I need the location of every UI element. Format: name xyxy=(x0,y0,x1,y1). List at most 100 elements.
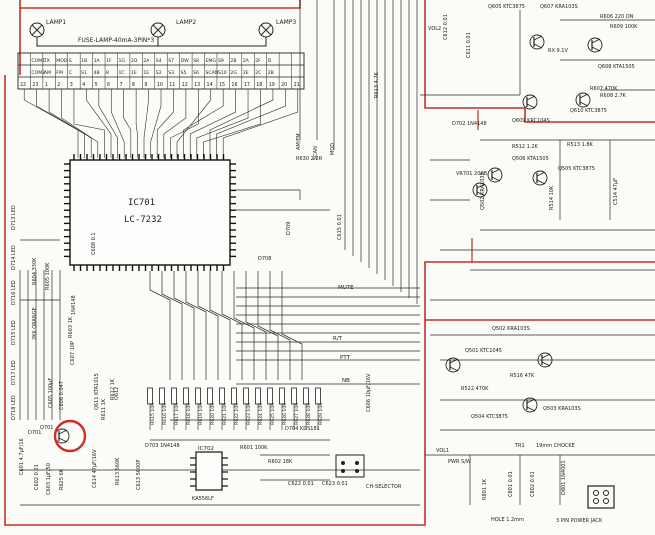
highlight-circle xyxy=(53,419,87,453)
transistor-emitter xyxy=(449,366,459,372)
transistor-collector xyxy=(476,183,486,189)
transistor-emitter xyxy=(533,43,543,49)
component-label: Q611 KTA1015 xyxy=(94,373,100,410)
component-label: C615 0.01 xyxy=(337,214,343,240)
component-label: C623 0.01 xyxy=(322,481,348,487)
component-label: R630 2-2R xyxy=(296,156,323,162)
table-cell: 1A xyxy=(94,58,101,64)
component-label: D709 xyxy=(286,222,292,235)
wire xyxy=(245,271,267,380)
table-cell: D xyxy=(268,58,272,64)
wire xyxy=(185,271,207,380)
table-pin-number: 2 xyxy=(57,82,60,88)
table-cell: DW xyxy=(181,58,190,64)
ic701-part: LC-7232 xyxy=(124,215,162,225)
component-label: D708 xyxy=(258,256,271,262)
transistor-collector xyxy=(526,95,536,101)
table-cell: 2E xyxy=(243,70,249,76)
wire xyxy=(430,334,655,431)
transistor-body xyxy=(487,167,503,183)
table-pin-number: 18 xyxy=(256,82,262,88)
lcd-wire xyxy=(156,89,174,158)
component-label: C514 47µF xyxy=(613,178,619,205)
table-cell: S1 xyxy=(81,70,87,76)
signal-labels: MUTE PTT NB R/T AM/FM SCAN MOD xyxy=(296,133,354,384)
lcd-wire xyxy=(61,89,99,158)
wire xyxy=(420,10,655,96)
component-label: R512 1.2K xyxy=(512,144,539,150)
table-pin-number: 12 xyxy=(182,82,188,88)
lcd-wire xyxy=(163,89,187,158)
component-label: 2K6 ORANGE xyxy=(32,307,38,340)
fuse-label: FUSE-LAMP-40mA-3PIN*3 xyxy=(78,37,154,44)
resistor xyxy=(255,387,261,405)
table-pin-number: 23 xyxy=(32,82,38,88)
lcd-wire xyxy=(86,89,112,158)
signal-am-fm: AM/FM xyxy=(296,133,302,150)
component-label: C802 0.01 xyxy=(530,471,536,497)
table-cell: S8 xyxy=(193,58,199,64)
transistor-symbols xyxy=(54,34,603,444)
component-label: D701 xyxy=(28,430,41,436)
resistor xyxy=(303,387,309,405)
signal-ptt: PTT xyxy=(340,355,351,361)
table-pin-number: 15 xyxy=(219,82,225,88)
component-label: R516 47K xyxy=(510,373,535,379)
lcd-wire xyxy=(143,89,149,158)
component-label: Q609 KRC104S xyxy=(512,118,550,124)
component-label: D713 LED xyxy=(11,205,17,230)
ic701-chip: IC701 LC-7232 xyxy=(64,154,236,271)
component-label: D703 1N4148 xyxy=(145,443,180,449)
wire xyxy=(480,139,655,231)
transistor-collector xyxy=(591,38,601,44)
transistor-collector xyxy=(526,398,536,404)
transistor-body xyxy=(532,170,548,186)
component-label: C602 0.01 xyxy=(34,464,40,490)
component-label: Q502 KRA103S xyxy=(492,326,530,332)
component-label: 19mm CHOCKE xyxy=(536,443,575,449)
table-pin-number: 10 xyxy=(157,82,163,88)
component-label: PWR S/W xyxy=(448,459,471,465)
transistor-body xyxy=(529,34,545,50)
table-cell: 1E xyxy=(131,70,137,76)
wire xyxy=(161,271,183,380)
table-cell: 1F xyxy=(106,58,112,64)
lamp-2-label: LAMP2 xyxy=(176,19,196,26)
component-label: 3 PIN POWER JACK xyxy=(556,518,603,524)
table-cell: 2C xyxy=(255,70,261,76)
transistor-body xyxy=(587,37,603,53)
table-pin-number: 14 xyxy=(207,82,213,88)
lcd-wire xyxy=(48,89,92,158)
ic701-ref: IC701 xyxy=(128,198,155,208)
resistor-label: R615 10K xyxy=(150,402,156,425)
component-label: C801 0.01 xyxy=(508,471,514,497)
lcd-bus-wires xyxy=(23,89,299,158)
transistor-body xyxy=(445,357,461,373)
table-cell: S6 xyxy=(193,70,199,76)
component-label: D704 KDS181 xyxy=(285,426,320,432)
resistor-label: R617 10K xyxy=(174,402,180,425)
table-cell: 1B xyxy=(81,58,87,64)
table-cell: S10 xyxy=(218,70,227,76)
transistor-emitter xyxy=(536,179,546,185)
table-cell: SCAN xyxy=(206,70,219,76)
ic702-chip: IC702 KA556LF xyxy=(190,446,228,502)
table-pin-number: 22 xyxy=(20,82,26,88)
component-label: C601 4.7µF/16 xyxy=(19,438,25,475)
ch-selector-switch xyxy=(335,454,365,478)
table-cell: S9 xyxy=(218,58,224,64)
wire xyxy=(257,271,279,380)
component-label: D717 LED xyxy=(11,360,17,385)
resistor xyxy=(207,387,213,405)
component-label: Q610 KTC3875 xyxy=(570,108,607,114)
component-label: R513 1.8K xyxy=(567,142,594,148)
table-cell: 2D xyxy=(131,58,138,64)
wire xyxy=(269,271,291,380)
component-label: C622 0.01 xyxy=(288,481,314,487)
table-cell: 2F xyxy=(255,58,261,64)
resistor-label: R627 10K xyxy=(294,402,300,425)
signal-scan: SCAN xyxy=(313,146,319,160)
signal-mod: MOD xyxy=(330,143,336,155)
